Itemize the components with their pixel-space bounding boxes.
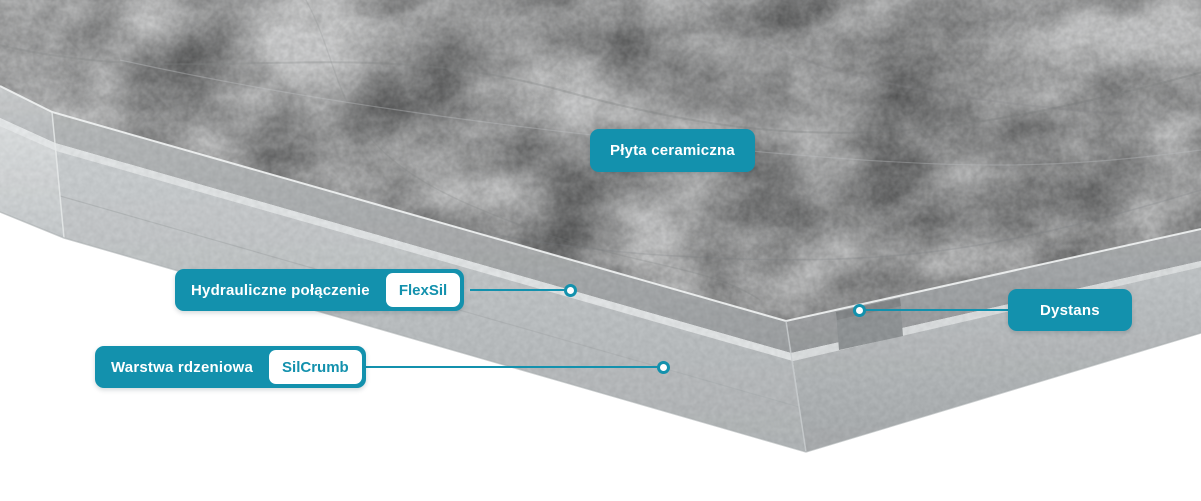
core-connector-line [350, 366, 663, 368]
spacer-connector-dot [853, 304, 866, 317]
callout-spacer: Dystans [1008, 289, 1132, 331]
core-connector-dot [657, 361, 670, 374]
ceramic-plate-label: Płyta ceramiczna [610, 142, 735, 159]
core-layer-label: Warstwa rdzeniowa [111, 358, 254, 376]
top-edge-highlight [0, 85, 1201, 323]
corner-edge [51, 111, 65, 239]
hydraulic-connector-dot [564, 284, 577, 297]
hydraulic-joint-label: Hydrauliczne połączenie [191, 281, 370, 299]
front-right-corner-edge [785, 320, 807, 453]
callout-hydraulic-joint: Hydrauliczne połączenie FlexSil [175, 269, 465, 311]
bottom-edge [0, 211, 1201, 453]
hydraulic-joint-product-badge: FlexSil [385, 273, 461, 307]
hydraulic-connector-line [470, 289, 570, 291]
callout-ceramic-plate: Płyta ceramiczna [590, 129, 755, 172]
spacer-connector-line [860, 309, 1010, 311]
callout-core-layer: Warstwa rdzeniowa SilCrumb [95, 346, 366, 388]
core-layer-product-badge: SilCrumb [269, 350, 362, 384]
spacer-label: Dystans [1040, 301, 1100, 319]
